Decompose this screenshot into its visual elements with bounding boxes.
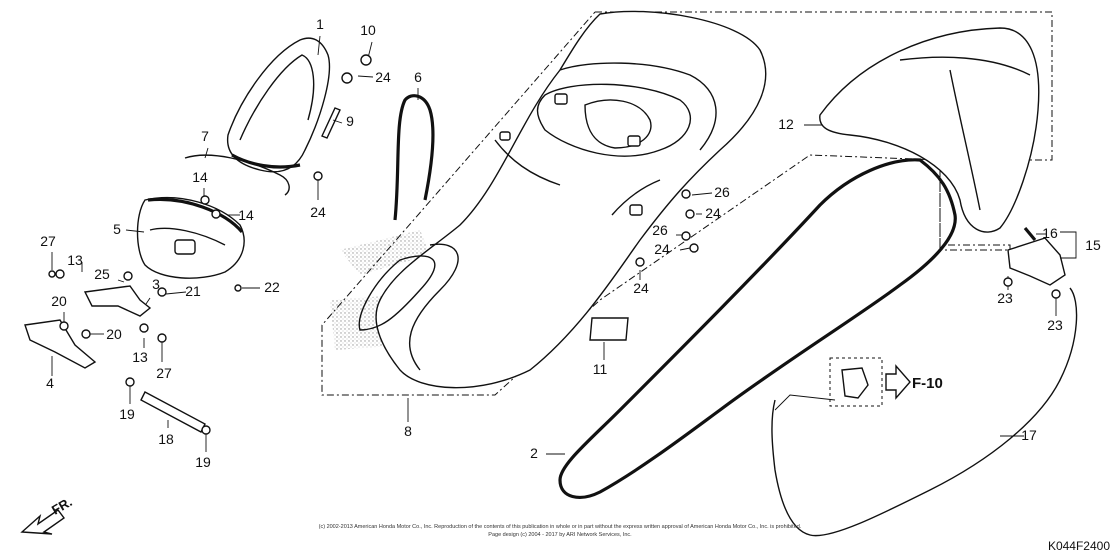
part-2-seal — [558, 158, 957, 499]
callout-23: 23 — [1047, 317, 1063, 333]
pillion-seat — [819, 27, 1040, 233]
callout-14: 14 — [192, 169, 208, 185]
diagram-code: K044F2400 — [1048, 539, 1110, 553]
callout-25: 25 — [94, 266, 110, 282]
callout-4: 4 — [46, 375, 54, 391]
callout-1: 1 — [316, 16, 324, 32]
copyright-line-2: Page design (c) 2004 - 2017 by ARI Netwo… — [488, 532, 632, 538]
callout-26: 26 — [714, 184, 730, 200]
part-11-pad — [589, 317, 629, 341]
callout-14: 14 — [238, 207, 254, 223]
callout-27: 27 — [40, 233, 56, 249]
callout-17: 17 — [1021, 427, 1037, 443]
callout-10: 10 — [360, 22, 376, 38]
f10-arrow — [885, 364, 911, 400]
f10-reference-box — [829, 357, 883, 407]
callout-2: 2 — [530, 445, 538, 461]
part-6-trim — [393, 94, 435, 221]
f10-part-icon — [841, 367, 869, 399]
callout-20: 20 — [106, 326, 122, 342]
callout-20: 20 — [51, 293, 67, 309]
part-9-strip — [321, 107, 341, 139]
callout-13: 13 — [67, 252, 83, 268]
callout-23: 23 — [997, 290, 1013, 306]
f10-reference-label: F-10 — [912, 375, 943, 392]
callout-19: 19 — [195, 454, 211, 470]
callout-3: 3 — [152, 276, 160, 292]
part-17-cable — [771, 287, 1078, 537]
part-7-wire — [184, 154, 290, 196]
callout-24: 24 — [654, 241, 670, 257]
callout-26: 26 — [652, 222, 668, 238]
callout-24: 24 — [310, 204, 326, 220]
part-18-damper — [140, 391, 206, 433]
part-1-cover — [226, 37, 331, 173]
callout-13: 13 — [132, 349, 148, 365]
callout-18: 18 — [158, 431, 174, 447]
leader-lines — [51, 35, 1077, 455]
callout-16: 16 — [1042, 225, 1058, 241]
callout-7: 7 — [201, 128, 209, 144]
callout-5: 5 — [113, 221, 121, 237]
callout-24: 24 — [705, 205, 721, 221]
callout-22: 22 — [264, 279, 280, 295]
callout-21: 21 — [185, 283, 201, 299]
callout-24: 24 — [633, 280, 649, 296]
part-15-latch — [1007, 226, 1066, 286]
callout-19: 19 — [119, 406, 135, 422]
hardware-parts — [48, 54, 1061, 435]
callout-24: 24 — [375, 69, 391, 85]
callout-9: 9 — [346, 113, 354, 129]
front-direction-indicator: FR. — [20, 494, 75, 535]
part-3-bracket — [83, 285, 152, 317]
callout-11: 11 — [593, 361, 608, 377]
callout-6: 6 — [414, 69, 422, 85]
callout-27: 27 — [156, 365, 172, 381]
part-5-tray — [136, 196, 245, 279]
callout-12: 12 — [778, 116, 794, 132]
callout-8: 8 — [404, 423, 412, 439]
copyright-line-1: (c) 2002-2013 American Honda Motor Co., … — [319, 524, 802, 530]
callout-15: 15 — [1085, 237, 1101, 253]
seat-main — [358, 10, 767, 389]
